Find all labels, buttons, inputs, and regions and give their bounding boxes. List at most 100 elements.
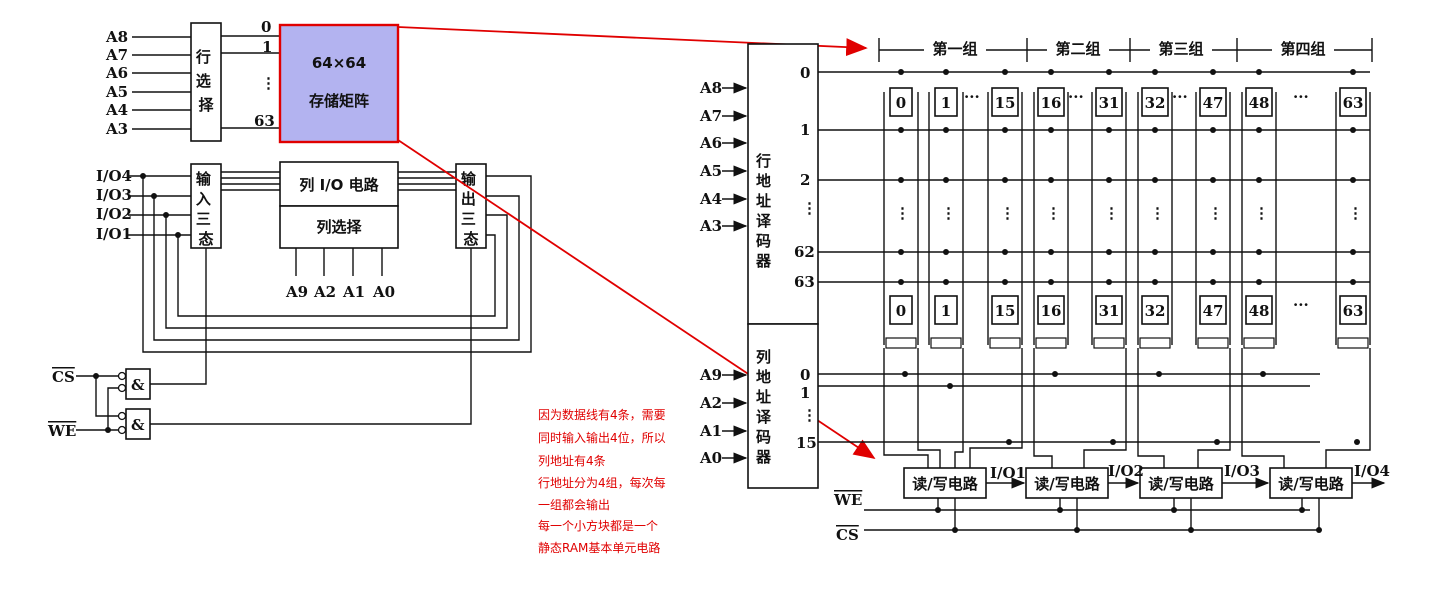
left-row-addr-5: A3	[105, 120, 128, 138]
cell-31-top-label: 31	[1099, 94, 1120, 112]
col-decoder-box	[747, 323, 819, 489]
rw-io-1: I/O1	[990, 464, 1026, 482]
note-line-5: 每一个小方块都是一个	[538, 518, 658, 533]
left-row-address-inputs: A8 A7 A6 A5 A4 A3	[105, 28, 191, 138]
cell-1-top-label: 1	[941, 94, 951, 112]
svg-text:⋮: ⋮	[1254, 204, 1269, 222]
cell-0-bottom-label: 0	[896, 302, 906, 320]
annotation-note: 因为数据线有4条，需要 同时输入输出4位，所以 列地址有4条 行地址分为4组，每…	[538, 407, 666, 555]
note-line-6: 静态RAM基本单元电路	[538, 540, 660, 555]
ell-top-1: ···	[964, 88, 980, 106]
cell-15-bottom-label: 15	[995, 302, 1016, 320]
note-line-4: 一组都会输出	[538, 497, 610, 512]
rd-c2: 地	[756, 172, 771, 190]
cell-47-top	[1199, 87, 1227, 117]
cell-63-bottom	[1339, 295, 1367, 325]
cell-16-top	[1037, 87, 1065, 117]
rw-circuit-2	[1025, 467, 1109, 499]
io-line-3: I/O3	[96, 186, 132, 204]
group-4: 第四组	[1280, 40, 1325, 58]
rw-label-3: 读/写电路	[1148, 475, 1214, 493]
left-block-diagram: A8 A7 A6 A5 A4 A3 行 选 择 0 1 ⋮ 63 64×64 存…	[47, 18, 532, 440]
cell-48-top	[1245, 87, 1273, 117]
cell-1-top	[934, 87, 958, 117]
r-row-dots: ⋮	[802, 199, 817, 217]
svg-text:⋮: ⋮	[1150, 204, 1165, 222]
r-col-addr-2: A1	[699, 422, 722, 440]
cell-15-top	[991, 87, 1019, 117]
rw-label-1: 读/写电路	[912, 475, 978, 493]
io-line-2: I/O2	[96, 205, 132, 223]
cell-1-bottom	[934, 295, 958, 325]
column-gates	[885, 337, 1369, 445]
cd-c3: 址	[756, 388, 771, 406]
svg-text:⋮: ⋮	[1348, 204, 1363, 222]
cell-15-bottom	[991, 295, 1019, 325]
output-tristate-label: 输 出 三 态	[461, 170, 481, 248]
r-row-addr-3: A5	[699, 162, 722, 180]
matrix-row-0: 0	[261, 18, 271, 36]
right-cs-label: CS	[836, 526, 859, 544]
cs-we-logic: & & CS WE	[47, 248, 472, 440]
input-char-1: 输	[196, 170, 212, 188]
r-col-1: 1	[800, 384, 810, 402]
row-select-char-3: 择	[198, 96, 214, 114]
cell-47-top-label: 47	[1203, 94, 1224, 112]
input-char-2: 入	[196, 190, 211, 208]
cell-63-top-label: 63	[1343, 94, 1364, 112]
r-col-addr-0: A9	[699, 366, 722, 384]
left-row-select-label: 行 选 择	[195, 48, 216, 114]
cell-15-top-label: 15	[995, 94, 1016, 112]
note-line-0: 因为数据线有4条，需要	[538, 407, 666, 422]
cell-0-bottom	[889, 295, 913, 325]
svg-text:⋮: ⋮	[1208, 204, 1223, 222]
r-row-addr-2: A6	[699, 134, 722, 152]
group-3: 第三组	[1158, 40, 1203, 58]
cell-31-top	[1095, 87, 1123, 117]
col-addr-a0: A0	[372, 283, 395, 301]
cell-48-bottom-label: 48	[1249, 302, 1270, 320]
cd-c5: 码	[756, 428, 771, 446]
group-1: 第一组	[932, 40, 977, 58]
and-symbol-1: &	[131, 376, 145, 394]
col-addr-a1: A1	[342, 283, 365, 301]
cd-c6: 器	[755, 448, 772, 466]
row-select-char-1: 行	[195, 48, 211, 66]
cell-63-bottom-label: 63	[1343, 302, 1364, 320]
note-line-1: 同时输入输出4位，所以	[538, 430, 666, 445]
right-row-address-inputs: A8 A7 A6 A5 A4 A3	[699, 79, 748, 235]
right-detailed-diagram: 第一组 第二组 第三组 第四组 行 地 址 译 码 器 列 地 址 译 码 器	[699, 38, 1390, 544]
left-io-buses	[221, 171, 456, 191]
cell-0-top-label: 0	[896, 94, 906, 112]
cell-47-bottom	[1199, 295, 1227, 325]
r-row-addr-4: A4	[699, 190, 722, 208]
output-char-2: 出	[461, 190, 476, 208]
r-col-dots: ⋮	[802, 406, 817, 424]
cell-32-bottom-label: 32	[1145, 302, 1166, 320]
svg-text:⋮: ⋮	[895, 204, 910, 222]
matrix-title: 64×64	[312, 54, 366, 72]
cell-16-top-label: 16	[1041, 94, 1062, 112]
svg-text:⋮: ⋮	[941, 204, 956, 222]
cell-48-top-label: 48	[1249, 94, 1270, 112]
io-line-1: I/O1	[96, 225, 132, 243]
r-row-1: 1	[800, 121, 810, 139]
bit-lines	[883, 92, 1371, 345]
rw-label-4: 读/写电路	[1278, 475, 1344, 493]
rw-circuit-1	[903, 467, 987, 499]
left-row-addr-3: A5	[105, 83, 128, 101]
column-dots: ⋮ ⋮ ⋮ ⋮ ⋮ ⋮ ⋮ ⋮ ⋮	[895, 204, 1363, 222]
row-decoder-box	[747, 43, 819, 325]
we-cs-buses: WE CS	[833, 491, 1322, 544]
left-row-addr-0: A8	[105, 28, 128, 46]
col-decoder-label: 列 地 址 译 码 器	[755, 348, 776, 466]
ell-top-3: ···	[1172, 88, 1188, 106]
matrix-row-dots: ⋮	[261, 74, 276, 92]
svg-text:⋮: ⋮	[1104, 204, 1119, 222]
rw-io-4: I/O4	[1354, 462, 1390, 480]
cd-c2: 地	[756, 368, 771, 386]
rw-data-lines	[883, 348, 1371, 468]
rd-c4: 译	[756, 212, 772, 230]
note-line-2: 列地址有4条	[538, 454, 606, 468]
